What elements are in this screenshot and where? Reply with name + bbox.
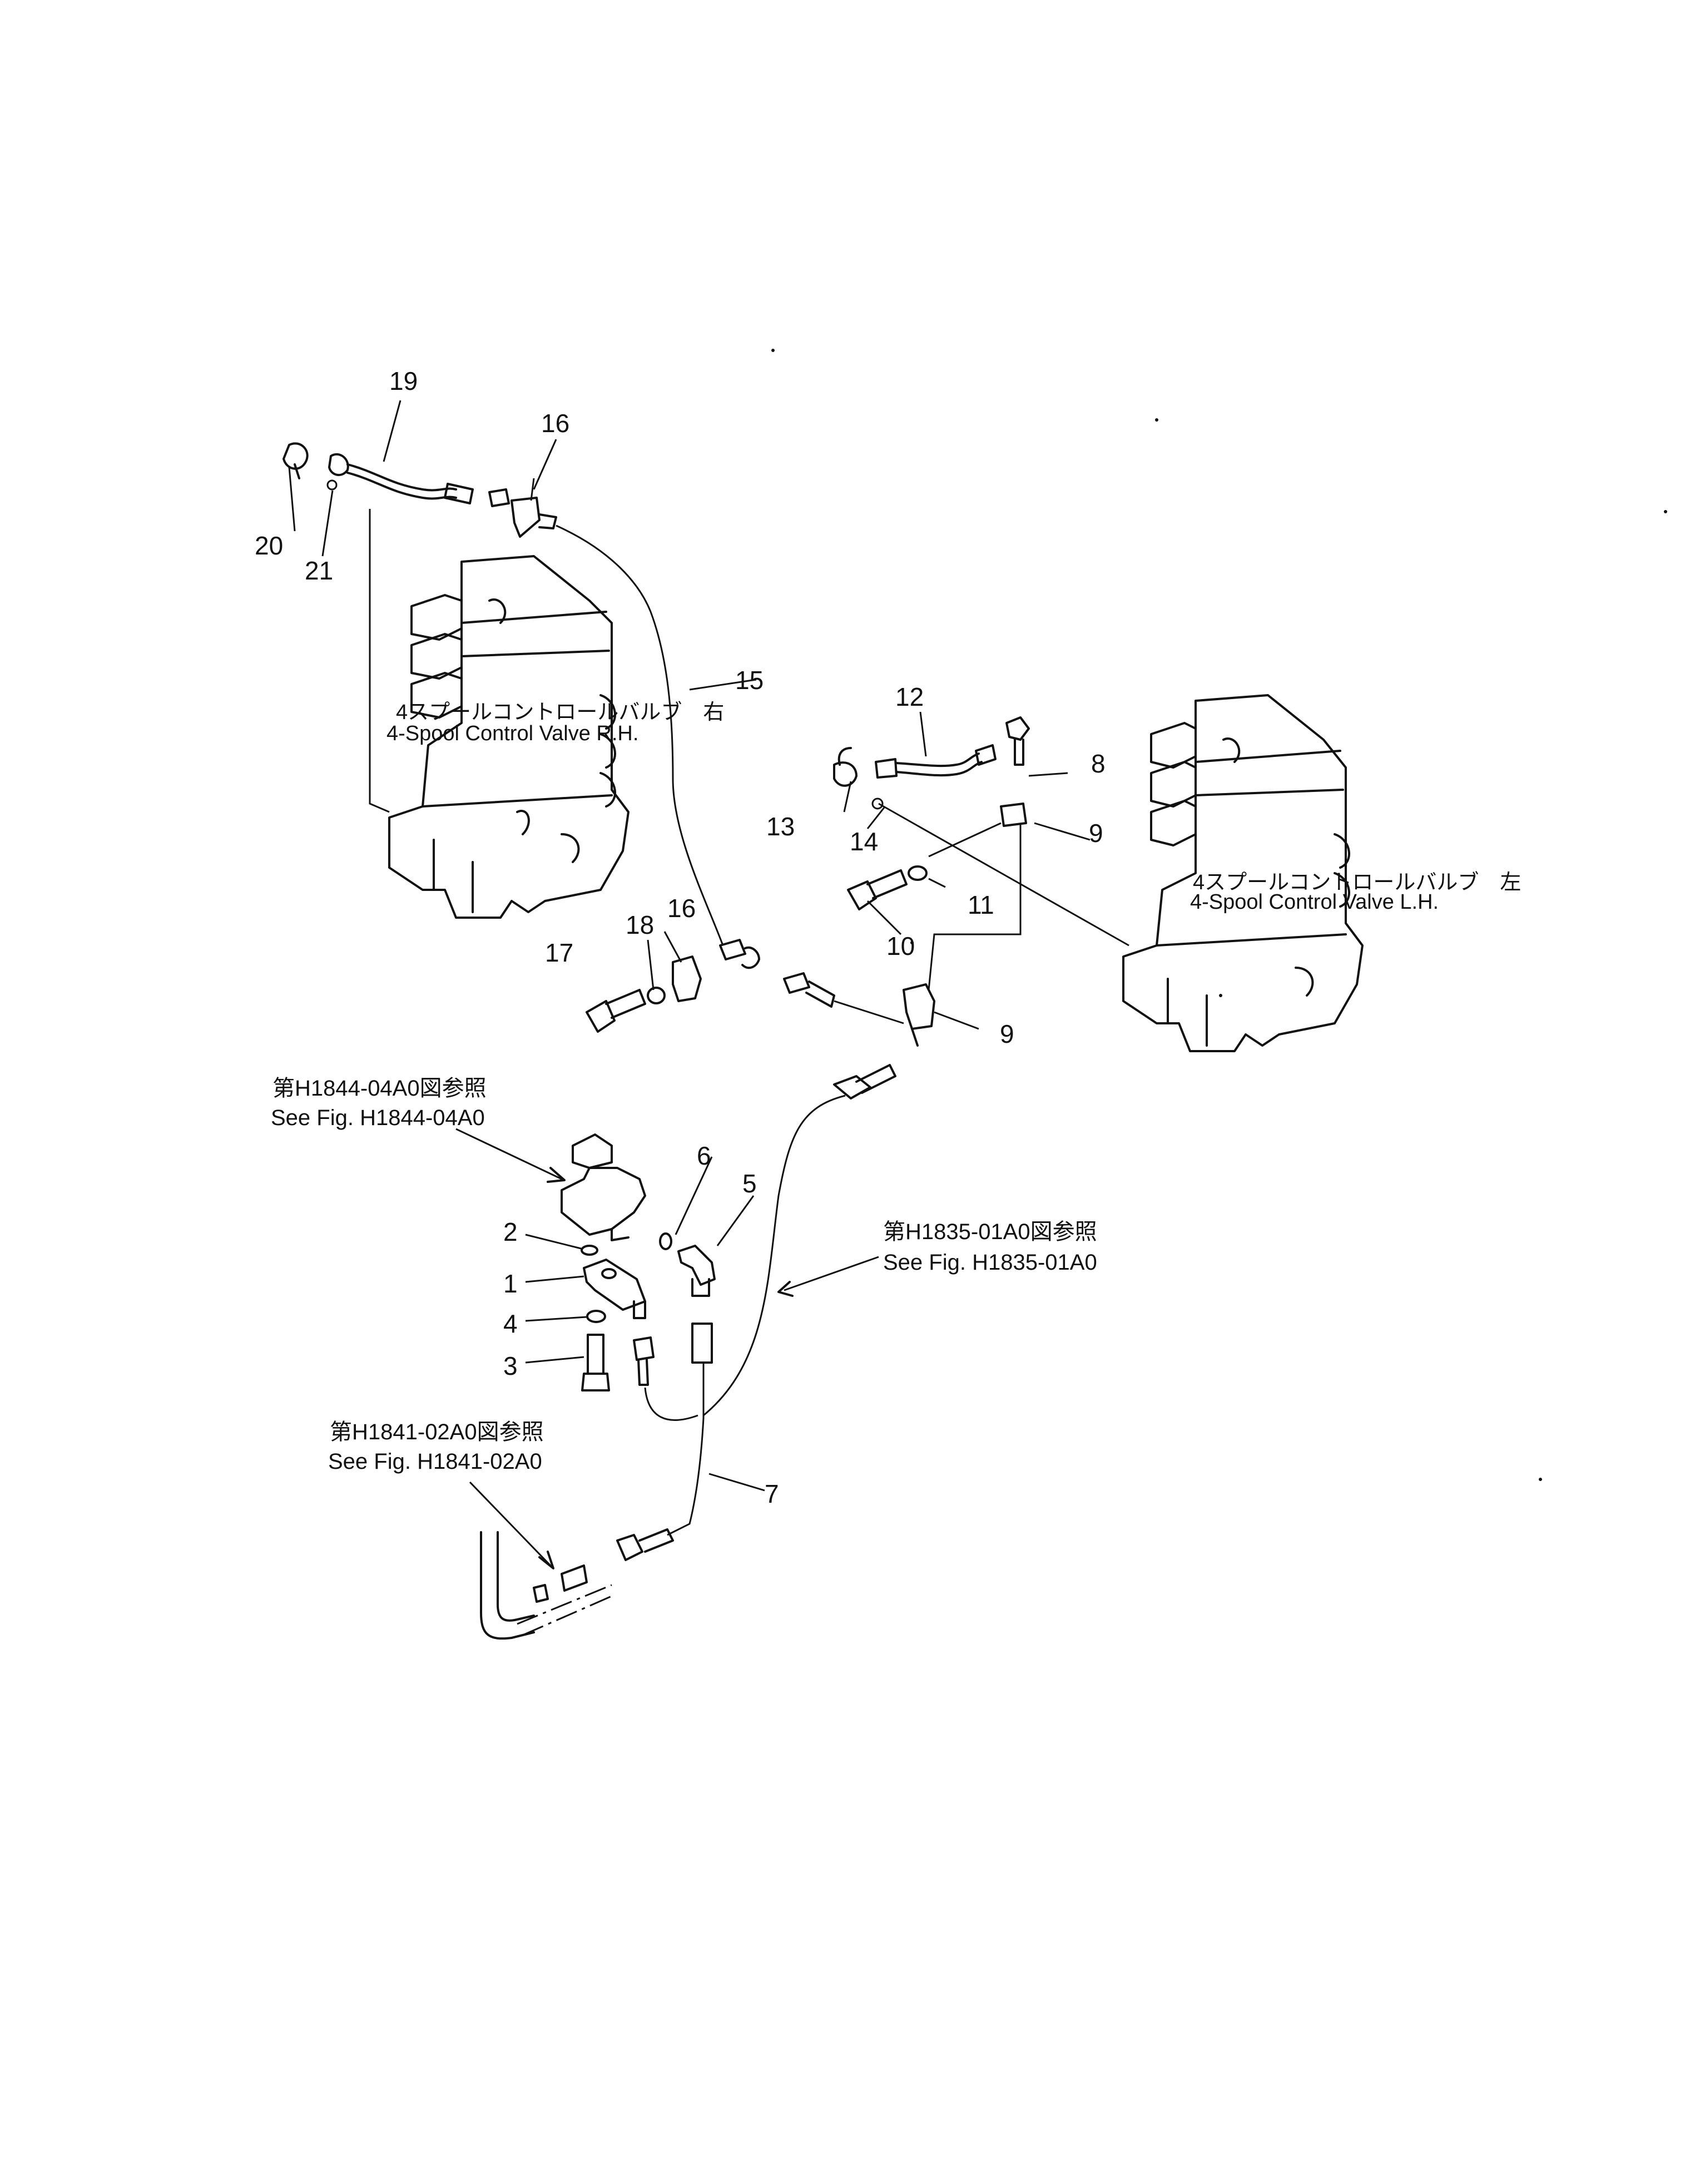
part-number-20: 20	[255, 531, 284, 560]
part-number-8: 8	[1091, 749, 1106, 778]
part-number-5: 5	[742, 1169, 757, 1198]
hose-7-fittings	[616, 1323, 713, 1561]
tube-15-fittings	[719, 939, 835, 1008]
scan-dots	[771, 349, 1667, 1481]
part-number-9-lower: 9	[1000, 1019, 1014, 1048]
control-valve-rh	[388, 555, 630, 919]
tube-lines	[369, 509, 1129, 1536]
ref-h1841-en: See Fig. H1841-02A0	[328, 1449, 542, 1474]
ref-h1841-jp: 第H1841-02A0図参照	[330, 1420, 544, 1444]
part-number-1: 1	[503, 1269, 518, 1298]
part-number-6: 6	[697, 1141, 711, 1170]
valve-lh-label-en: 4-Spool Control Valve L.H.	[1190, 890, 1439, 914]
part-number-10: 10	[886, 932, 915, 960]
part-number-15: 15	[735, 666, 764, 695]
connector-16-top	[488, 478, 557, 538]
ref-h1844-en: See Fig. H1844-04A0	[271, 1106, 485, 1130]
part-number-18: 18	[626, 910, 655, 939]
flange-1-parts	[581, 1245, 646, 1391]
ref-h1835-jp: 第H1835-01A0図参照	[883, 1220, 1097, 1244]
hose-assembly-19	[282, 442, 474, 504]
part-number-7: 7	[765, 1479, 779, 1508]
part-number-17: 17	[545, 938, 574, 967]
part-number-16-lower: 16	[667, 894, 696, 923]
valve-lh-label-jp: 4スプールコントロールバルブ 左	[1193, 871, 1521, 894]
part-number-9-upper: 9	[1089, 819, 1103, 848]
ref-h1835-en: See Fig. H1835-01A0	[883, 1250, 1097, 1275]
return-pipe	[480, 1531, 612, 1640]
control-valve-lh	[1122, 694, 1364, 1052]
part-number-12: 12	[895, 682, 924, 711]
leader-lines	[288, 400, 1091, 1569]
part-number-13: 13	[766, 812, 795, 841]
part-number-16-top: 16	[541, 409, 570, 438]
bolt-17-washer-18-clamp-16	[586, 955, 702, 1033]
pilot-valve	[561, 1133, 646, 1241]
bolt-10-washer-11	[847, 865, 928, 910]
part-number-19: 19	[389, 367, 418, 395]
part-number-14: 14	[850, 827, 879, 856]
part-number-4: 4	[503, 1309, 518, 1338]
valve-rh-label-en: 4-Spool Control Valve R.H.	[386, 722, 639, 745]
part-number-3: 3	[503, 1351, 518, 1380]
ref-h1844-jp: 第H1844-04A0図参照	[272, 1076, 487, 1101]
oring-6-elbow-5	[659, 1232, 716, 1297]
clamp-9-lower	[833, 983, 935, 1100]
hose-assembly-12	[833, 716, 1030, 827]
part-number-11: 11	[968, 890, 994, 919]
part-number-2: 2	[503, 1217, 518, 1246]
part-number-21: 21	[305, 556, 334, 585]
valve-rh-label-jp: 4スプールコントロールバルブ 右	[396, 701, 725, 724]
